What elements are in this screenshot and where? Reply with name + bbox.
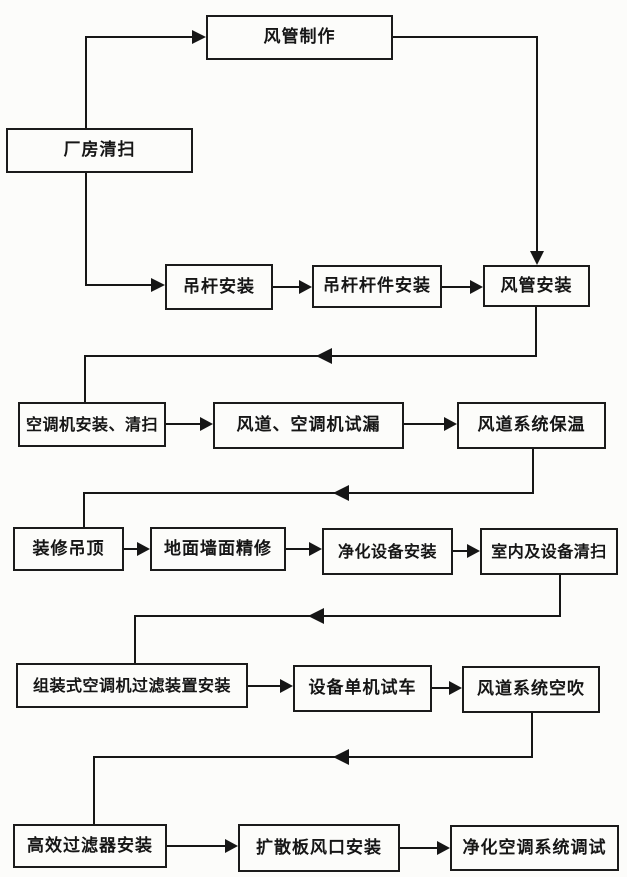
connector-factory-cleaning-to-duct-fabrication bbox=[85, 36, 192, 128]
arrowhead-right-icon bbox=[470, 280, 483, 294]
node-duct-ahu-leak-test: 风道、空调机试漏 bbox=[213, 402, 404, 449]
arrowhead-down-icon bbox=[530, 251, 544, 265]
arrowhead-right-icon bbox=[467, 544, 480, 558]
arrowhead-right-icon bbox=[225, 839, 238, 853]
node-hanger-rod-install: 吊杆安装 bbox=[165, 264, 273, 310]
connector-factory-cleaning-to-hanger-rod-install bbox=[85, 173, 151, 286]
arrowhead-right-icon bbox=[200, 417, 213, 431]
arrowhead-right-icon bbox=[449, 681, 462, 695]
node-factory-cleaning: 厂房清扫 bbox=[6, 128, 193, 173]
connector-duct-blow-to-hepa-filter bbox=[93, 713, 533, 824]
arrowhead-right-icon bbox=[444, 417, 457, 431]
node-ceiling-decoration: 装修吊顶 bbox=[13, 527, 124, 571]
node-indoor-equipment-cleaning: 室内及设备清扫 bbox=[480, 528, 618, 575]
arrowhead-right-icon bbox=[192, 30, 206, 44]
arrowhead-right-icon bbox=[309, 542, 322, 556]
arrowhead-right-icon bbox=[280, 679, 293, 693]
connector-duct-install-to-ahu-install bbox=[84, 307, 537, 402]
node-hepa-filter-install: 高效过滤器安装 bbox=[13, 824, 167, 868]
node-purification-ac-commissioning: 净化空调系统调试 bbox=[450, 825, 619, 871]
node-purification-equipment-install: 净化设备安装 bbox=[322, 528, 453, 575]
arrowhead-right-icon bbox=[299, 280, 312, 294]
node-hanger-rod-member-install: 吊杆杆件安装 bbox=[312, 265, 442, 308]
connector-duct-fabrication-to-duct-install bbox=[393, 36, 538, 251]
node-assembled-ahu-filter-install: 组装式空调机过滤装置安装 bbox=[16, 663, 248, 708]
node-single-unit-test-run: 设备单机试车 bbox=[293, 665, 432, 712]
node-duct-system-insulation: 风道系统保温 bbox=[457, 402, 606, 449]
arrowhead-left-icon bbox=[333, 485, 349, 501]
arrowhead-right-icon bbox=[137, 542, 150, 556]
connector-indoor-cleaning-to-assembled-filter bbox=[134, 575, 561, 663]
arrowhead-left-icon bbox=[308, 608, 324, 624]
node-diffuser-outlet-install: 扩散板风口安装 bbox=[238, 824, 400, 872]
node-duct-install: 风管安装 bbox=[483, 265, 590, 307]
node-floor-wall-finishing: 地面墙面精修 bbox=[150, 527, 286, 571]
node-duct-system-blow: 风道系统空吹 bbox=[462, 666, 600, 713]
node-ahu-install-clean: 空调机安装、清扫 bbox=[18, 402, 166, 447]
arrowhead-right-icon bbox=[437, 841, 450, 855]
arrowhead-left-icon bbox=[333, 749, 349, 765]
arrowhead-right-icon bbox=[151, 278, 165, 292]
connector-insulation-to-ceiling bbox=[83, 449, 534, 527]
arrowhead-left-icon bbox=[316, 348, 332, 364]
node-duct-fabrication: 风管制作 bbox=[206, 15, 393, 60]
